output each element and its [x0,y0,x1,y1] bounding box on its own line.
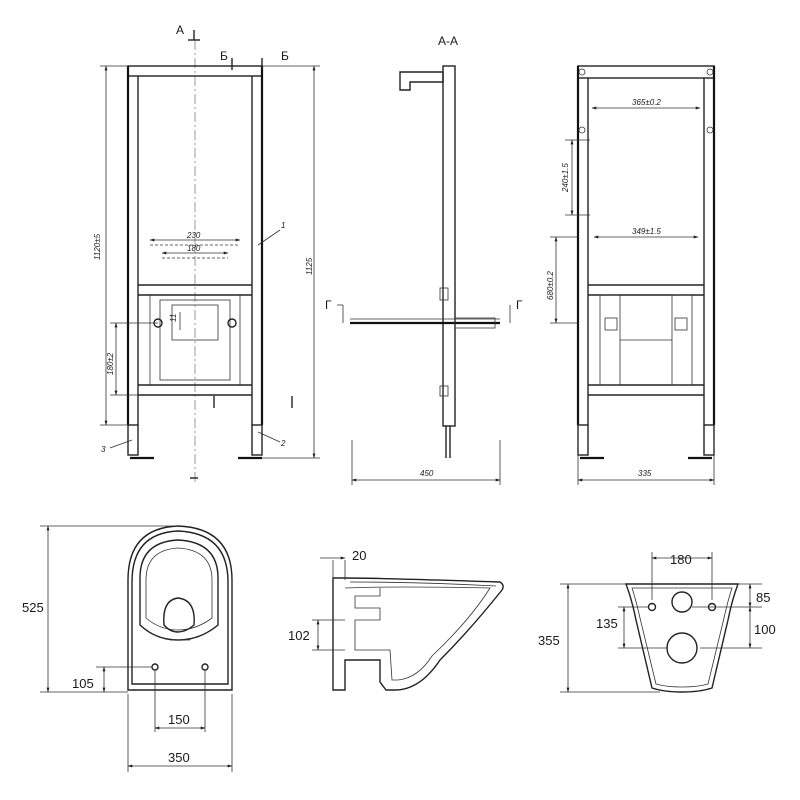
dim-rear-bowl-135: 135 [596,616,618,631]
dim-rear-top: 365±0.2 [632,98,661,107]
dim-rear-width: 335 [638,469,652,478]
callout-1: 1 [281,221,285,230]
frame-rear-view: 365±0.2 349±1.5 240±1.5 680±0.2 335 [546,65,716,485]
dim-rear-mid: 349±1.5 [632,227,661,236]
dim-11: 11 [169,314,178,322]
section-mark-b-left: Б [220,49,228,63]
callout-3: 3 [101,445,106,454]
dim-rear-bowl-100: 100 [754,622,776,637]
bowl-rear-view: 180 85 100 135 355 [538,552,776,693]
section-mark-g-right: Г [516,298,523,312]
frame-section-view: А-А Г Г 450 [325,34,523,485]
dim-side-20: 20 [352,548,366,563]
section-mark-g-left: Г [325,298,332,312]
dim-rear-left: 240±1.5 [561,163,570,193]
dim-230: 230 [186,231,201,240]
dim-rear-height: 680±0.2 [546,271,555,300]
dim-total-height: 1120±5 [93,233,102,260]
dim-bowl-350: 350 [168,750,190,765]
section-aa-title: А-А [438,34,458,48]
dim-bowl-525: 525 [22,600,44,615]
dim-rear-bowl-85: 85 [756,590,770,605]
frame-front-view: 1120±5 1125 230 180 11 180±2 1 2 3 А Б Б [93,23,320,485]
dim-lower: 180±2 [106,352,115,375]
dim-rear-bowl-180: 180 [670,552,692,567]
bowl-side-section: 20 102 [288,548,504,691]
dim-bowl-150: 150 [168,712,190,727]
bowl-top-view: 525 105 150 350 [22,525,233,772]
dim-180: 180 [187,244,201,253]
section-mark-a: А [176,23,184,37]
dim-bowl-105: 105 [72,676,94,691]
callout-2: 2 [280,439,286,448]
dim-rear-bowl-355: 355 [538,633,560,648]
section-mark-b-right: Б [281,49,289,63]
dim-side-102: 102 [288,628,310,643]
dim-overall-height: 1125 [305,257,314,275]
dim-side-width: 450 [420,469,434,478]
